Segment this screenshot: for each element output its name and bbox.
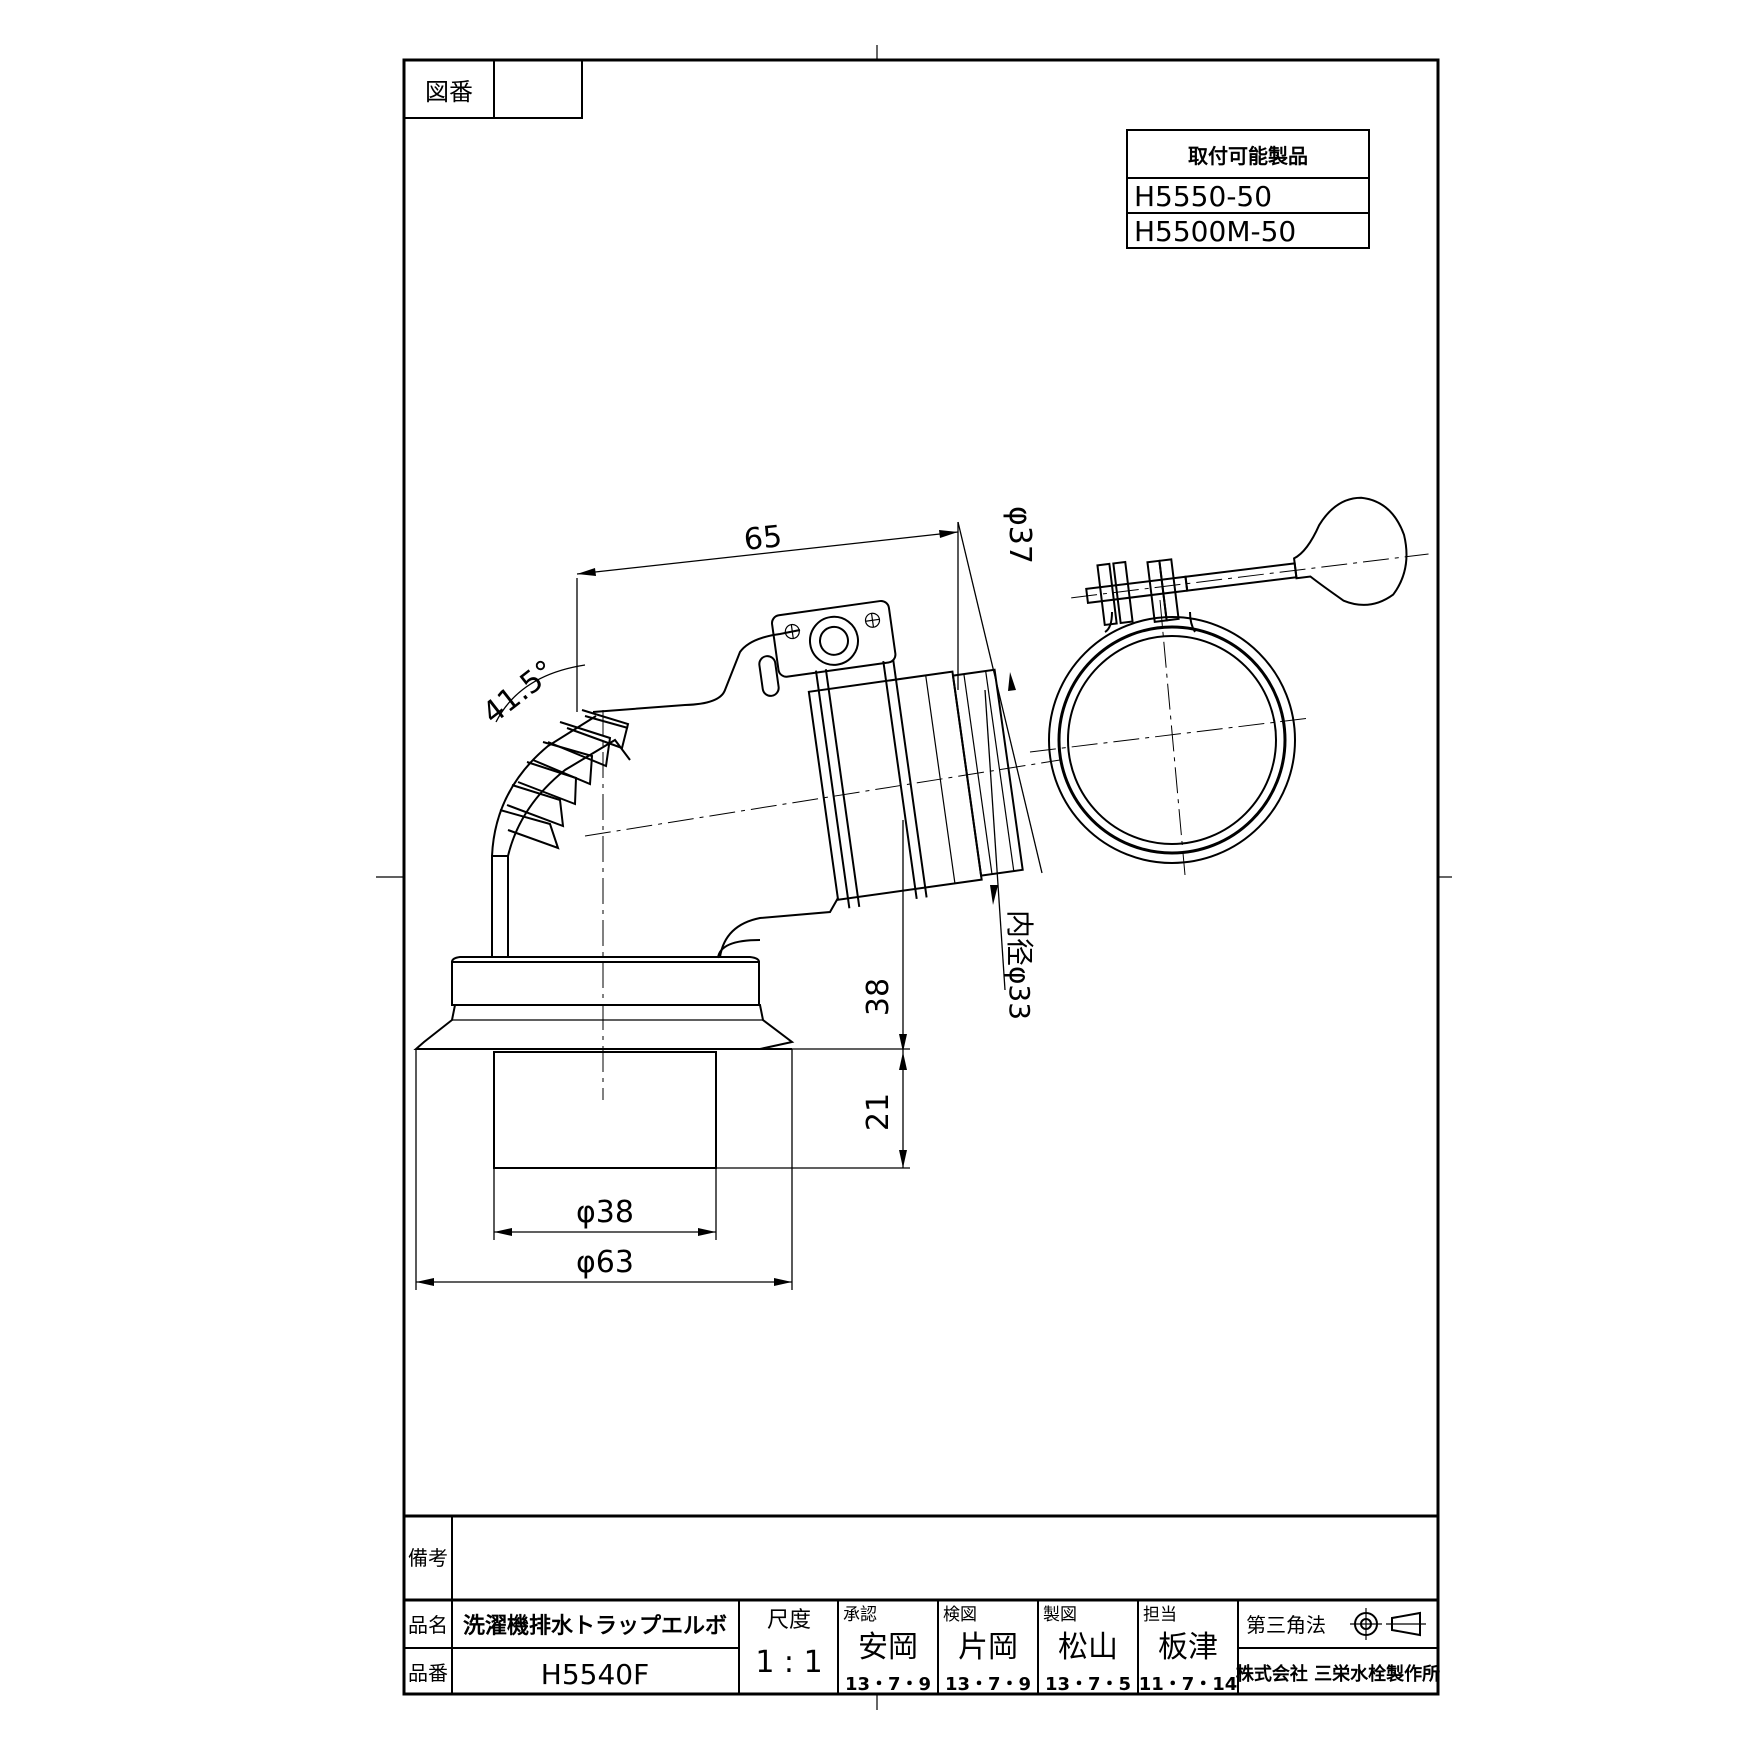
- approval-role: 承認: [843, 1605, 877, 1625]
- approval-date: 13・7・9: [845, 1674, 931, 1695]
- approval-role: 検図: [943, 1605, 977, 1625]
- approval-date: 11・7・14: [1139, 1674, 1238, 1695]
- approval-role: 担当: [1143, 1605, 1177, 1625]
- name-label: 品名: [408, 1613, 448, 1637]
- scale-value: 1 : 1: [755, 1645, 822, 1680]
- number-label: 品番: [408, 1661, 448, 1685]
- dim-diameter-small: φ38: [576, 1195, 634, 1230]
- dimensions: 65 41.5° φ37 内径φ33 38 21 φ38: [415, 506, 1043, 1290]
- coupling: [771, 599, 1024, 909]
- scale-label: 尺度: [767, 1608, 811, 1633]
- drawing-number-label: 図番: [425, 78, 473, 106]
- dim-height-lower: 21: [861, 1093, 896, 1131]
- dim-length: 65: [742, 519, 784, 558]
- approval-name: 松山: [1058, 1630, 1118, 1665]
- third-angle-projection-icon: [1350, 1608, 1426, 1640]
- approval-role: 製図: [1043, 1605, 1077, 1625]
- remarks-label: 備考: [408, 1546, 448, 1570]
- compatible-products-title: 取付可能製品: [1188, 144, 1308, 168]
- hose-barb: [491, 709, 631, 857]
- approval-date: 13・7・9: [945, 1674, 1031, 1695]
- dim-diameter-large: φ63: [576, 1245, 634, 1280]
- approval-date: 13・7・5: [1045, 1674, 1131, 1695]
- compatible-product-item: H5500M-50: [1134, 215, 1296, 248]
- projection-label: 第三角法: [1246, 1613, 1326, 1637]
- centering-marks: [376, 45, 1452, 1710]
- approval-name: 板津: [1158, 1630, 1218, 1665]
- number-value: H5540F: [541, 1658, 649, 1691]
- dim-height-upper: 38: [861, 978, 896, 1016]
- sheet-border: [402, 58, 1440, 1696]
- dim-outer-diameter: φ37: [1002, 506, 1037, 564]
- elbow-part: [413, 599, 1061, 1169]
- drawing-number-box: 図番: [403, 59, 583, 119]
- approval-name: 片岡: [958, 1630, 1018, 1665]
- compatible-products-table: 取付可能製品 H5550-50 H5500M-50: [1126, 129, 1370, 249]
- dim-inner-diameter: 内径φ33: [1003, 910, 1036, 1020]
- dim-angle: 41.5°: [476, 654, 562, 732]
- compatible-product-item: H5550-50: [1134, 180, 1272, 213]
- approval-name: 安岡: [858, 1630, 918, 1665]
- company-name: 株式会社 三栄水栓製作所: [1236, 1663, 1440, 1685]
- title-block: 備考 品名 洗濯機排水トラップエルボ 品番 H5540F 尺度 1 : 1 承認…: [404, 1514, 1440, 1695]
- name-value: 洗濯機排水トラップエルボ: [463, 1614, 727, 1639]
- clamp-end-view: [1029, 496, 1429, 876]
